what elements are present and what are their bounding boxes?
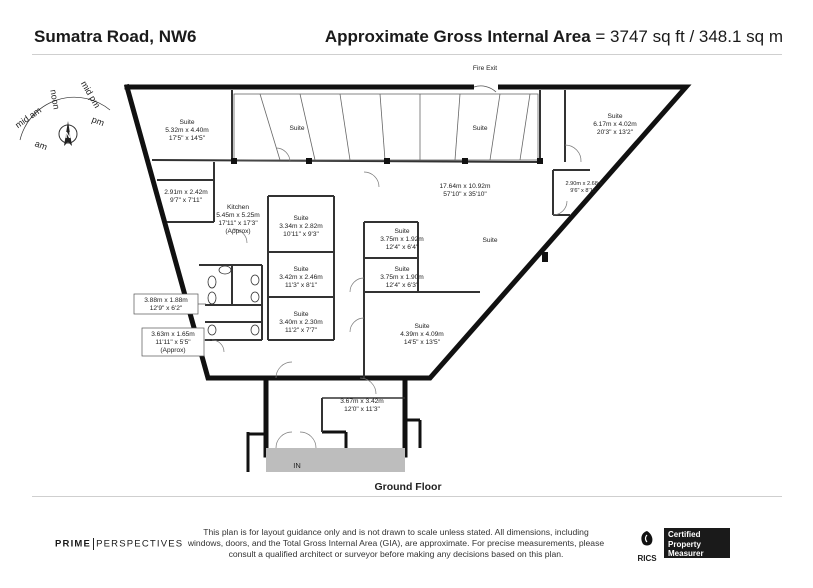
room-imperial: 17'5" x 14'5" xyxy=(169,135,206,142)
room-imperial: 14'5" x 13'5" xyxy=(404,339,441,346)
fire-exit-label: Fire Exit xyxy=(473,65,497,72)
room-size: 4.39m x 4.09m xyxy=(400,331,444,338)
internal-walls xyxy=(151,90,590,378)
cert-line: Certified xyxy=(668,530,701,539)
footer-divider xyxy=(32,496,782,497)
room-note: (Approx) xyxy=(160,347,185,354)
header-divider xyxy=(32,54,782,55)
cert-line: Property xyxy=(668,539,701,549)
callout-box: 3.88m x 1.88m 12'9" x 6'2" xyxy=(133,293,206,315)
room-size: 5.45m x 5.25m xyxy=(216,212,260,219)
outer-walls xyxy=(123,83,692,458)
page-header: Sumatra Road, NW6 Approximate Gross Inte… xyxy=(0,0,813,56)
property-address: Sumatra Road, NW6 xyxy=(34,27,197,46)
floor-plan: N mid am am noon mid pm pm xyxy=(13,65,692,493)
compass-icon: N mid am am noon mid pm pm xyxy=(13,79,111,152)
room-imperial: 57'10" x 35'10" xyxy=(443,191,487,198)
cert-line: Measurer xyxy=(668,549,704,558)
room-imperial: 11'3" x 8'1" xyxy=(285,282,318,289)
room-name: Suite xyxy=(394,228,409,235)
room-imperial: 12'9" x 6'2" xyxy=(150,305,183,312)
columns xyxy=(231,158,548,262)
disclaimer-text: This plan is for layout guidance only an… xyxy=(187,527,605,559)
room-size: 3.63m x 1.65m xyxy=(151,331,195,338)
compass-label: am xyxy=(33,138,48,152)
room-size: 3.34m x 2.82m xyxy=(279,223,323,230)
room-size: 2.91m x 2.42m xyxy=(164,189,208,196)
rics-emblem-icon xyxy=(641,531,653,546)
room-name: Suite xyxy=(293,266,308,273)
room-size: 17.64m x 10.92m xyxy=(440,183,491,190)
floor-label: Ground Floor xyxy=(374,481,441,493)
brand-logo: PRIME PERSPECTIVES xyxy=(55,538,183,550)
room-imperial: 9'6" x 8'10" xyxy=(570,188,598,194)
room-name: Suite xyxy=(414,323,429,330)
door-swings xyxy=(211,144,582,395)
brand-left: PRIME xyxy=(55,538,92,550)
compass-label: mid am xyxy=(13,105,43,130)
room-imperial: 12'4" x 6'4" xyxy=(386,244,419,251)
callout-box: 3.63m x 1.65m 11'11" x 5'5" (Approx) xyxy=(141,327,210,357)
room-size: 3.67m x 3.42m xyxy=(340,398,384,405)
room-name: Suite xyxy=(607,113,622,120)
room-imperial: 12'0" x 11'3" xyxy=(344,406,380,413)
compass-label: pm xyxy=(90,114,105,128)
room-name: Suite xyxy=(289,125,304,132)
room-size: 3.40m x 2.30m xyxy=(279,319,323,326)
room-note: (Approx) xyxy=(225,228,250,235)
room-name: Suite xyxy=(394,266,409,273)
toilet-fixtures xyxy=(207,265,260,336)
room-imperial: 10'11" x 9'3" xyxy=(283,231,319,238)
compass-north: N xyxy=(65,131,71,140)
room-size: 3.75m x 1.92m xyxy=(380,236,424,243)
rics-logo: RICS xyxy=(627,530,667,563)
room-imperial: 9'7" x 7'11" xyxy=(170,197,203,204)
room-size: 6.17m x 4.02m xyxy=(593,121,637,128)
room-imperial: 11'2" x 7'7" xyxy=(285,327,318,334)
room-imperial: 11'11" x 5'5" xyxy=(155,339,191,346)
brand-separator xyxy=(93,538,95,550)
room-name: Suite xyxy=(293,311,308,318)
room-size: 5.32m x 4.40m xyxy=(165,127,209,134)
room-name: Suite xyxy=(472,125,487,132)
room-name: Suite xyxy=(482,237,497,244)
brand-right: PERSPECTIVES xyxy=(96,538,184,550)
entrance-label: IN xyxy=(293,461,301,470)
room-name: Kitchen xyxy=(227,204,249,211)
certified-property-measurer-badge: Certified Property Measurer xyxy=(664,528,730,558)
area-value: = 3747 sq ft / 348.1 sq m xyxy=(595,27,783,46)
room-imperial: 12'4" x 6'3" xyxy=(386,282,419,289)
area-label: Approximate Gross Internal Area xyxy=(324,27,591,46)
room-size: 3.42m x 2.46m xyxy=(279,274,323,281)
room-imperial: 17'11" x 17'3" xyxy=(218,220,258,227)
room-size: 3.88m x 1.88m xyxy=(144,297,188,304)
entrance-lobby xyxy=(246,397,422,472)
rics-label: RICS xyxy=(637,554,657,563)
room-size: 3.75m x 1.90m xyxy=(380,274,424,281)
room-name: Suite xyxy=(293,215,308,222)
compass-label: mid pm xyxy=(79,79,102,110)
gross-internal-area: Approximate Gross Internal Area = 3747 s… xyxy=(325,27,783,47)
glazed-partitions xyxy=(233,93,539,161)
room-imperial: 20'3" x 13'2" xyxy=(597,129,634,136)
room-size: 2.90m x 2.68m xyxy=(566,181,603,187)
room-name: Suite xyxy=(179,119,194,126)
compass-label: noon xyxy=(48,89,61,110)
